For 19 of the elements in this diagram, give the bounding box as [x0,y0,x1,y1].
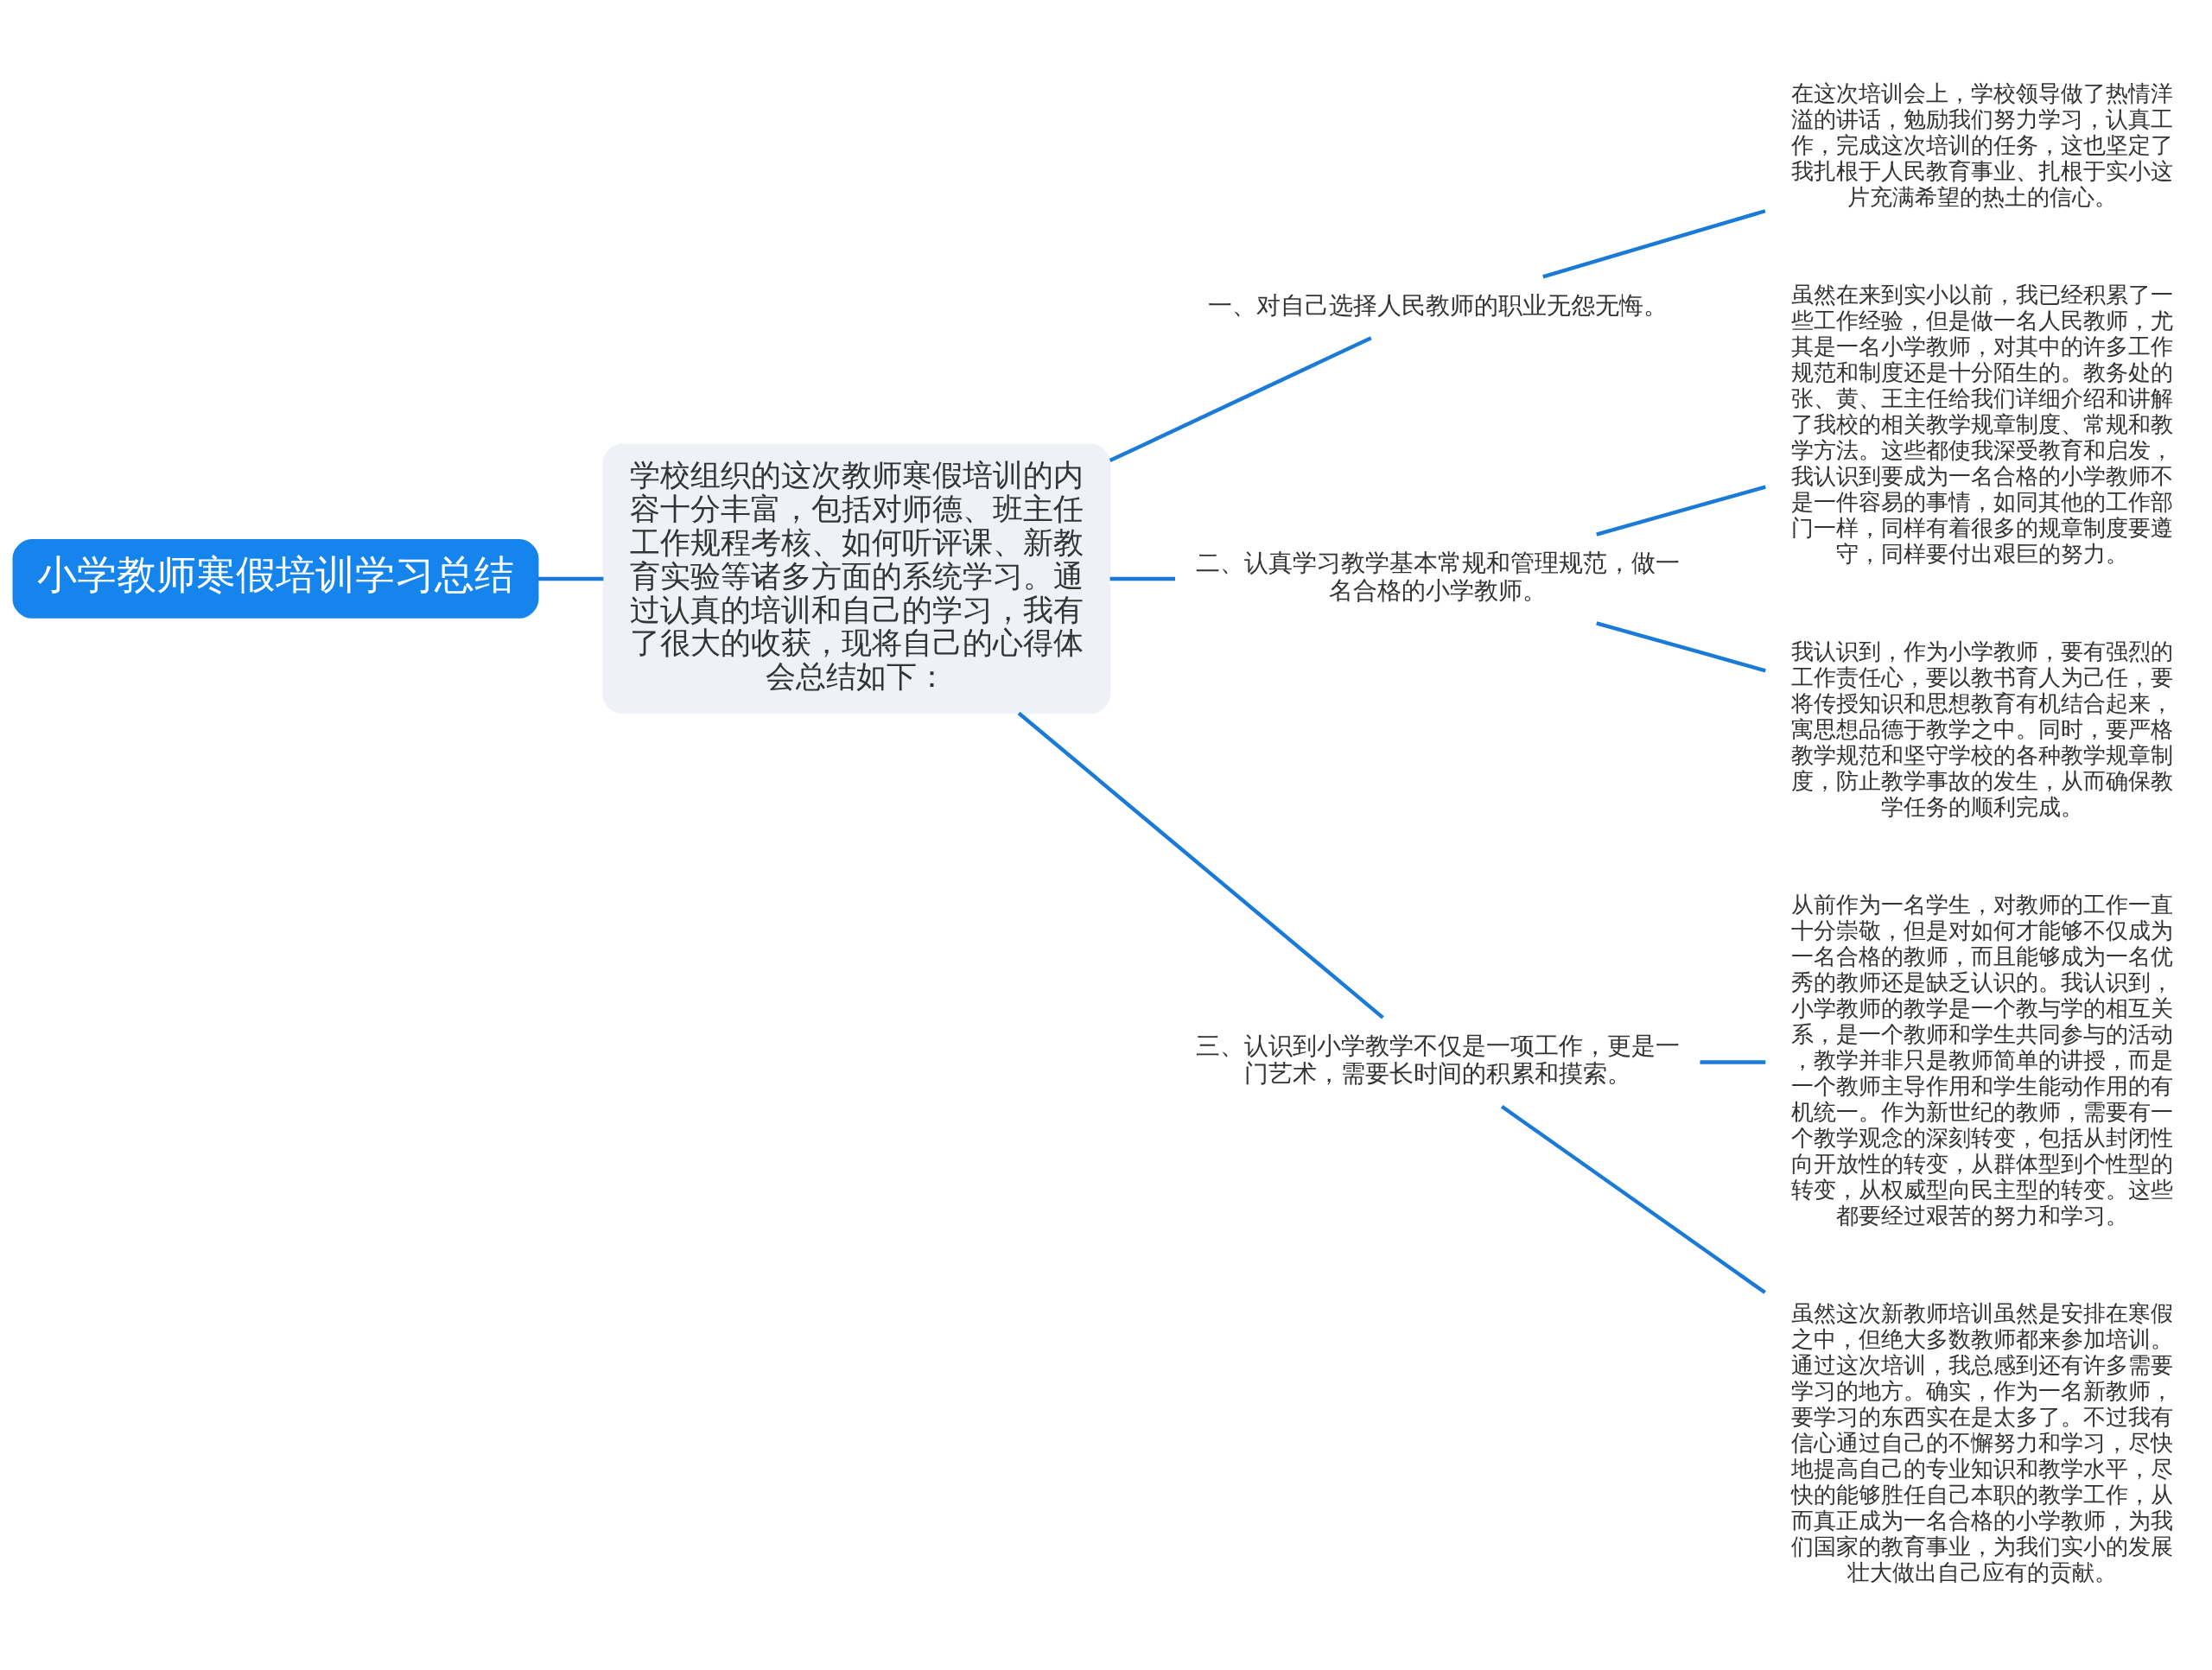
node-text: 三、认识到小学教学不仅是一项工作，更是一门艺术，需要长时间的积累和摸索。 [1195,1032,1680,1089]
node-text: 虽然在来到实小以前，我已经积累了一些工作经验，但是做一名人民教师，尤其是一名小学教师，对其中的许多工作规范和制度还是十分陌生的。教务处的张、黄、王主任给我们详细介绍和讲解了我校的相关教学规章制度、常规和教学方法。这些都使我深受教育和启发，我认识到要成为一名合格的小学教师不是一件容易的事情，如同其他的工作部门一样，同样有着很多的规章制度要遵守，同样要付出艰巨的努力。 [1790,280,2173,567]
connector [1700,1060,1766,1064]
connector [1017,711,1384,1019]
node-text: 我认识到，作为小学教师，要有强烈的工作责任心，要以教书育人为己任，要将传授知识和思想教育有机结合起来，寓思想品德于教学之中。同时，要严格教学规范和坚守学校的各种教学规章制度，防止教学事故的发生，从而确保教学任务的顺利完成。 [1790,637,2173,820]
connector [1500,1104,1766,1294]
connector [537,576,604,581]
connector [1109,576,1176,581]
node-text: 虽然这次新教师培训虽然是安排在寒假之中，但绝大多数教师都来参加培训。通过这次培训，我总感到还有许多需要学习的地方。确实，作为一名新教师，要学习的东西实在是太多了。不过我有信心通过自己的不懈努力和学习，尽快地提高自己的专业知识和教学水平，尽快的能够胜任自己本职的教学工作，从而真正成为一名合格的小学教师，为我们国家的教育事业，为我们实小的发展壮大做出自己应有的贡献。 [1790,1299,2173,1585]
node-text: 二、认真学习教学基本常规和管理规范，做一名合格的小学教师。 [1195,548,1680,605]
connector [1596,485,1766,537]
connector [1542,209,1766,279]
connector [1109,336,1372,463]
node-text: 从前作为一名学生，对教师的工作一直十分崇敬，但是对如何才能够不仅成为一名合格的教师，而且能够成为一名优秀的教师还是缺乏认识的。我认识到，小学教师的教学是一个教与学的相互关系，是一个教师和学生共同参与的活动，教学并非只是教师简单的讲授，而是一个教师主导作用和学生能动作用的有机统一。作为新世纪的教师，需要有一个教学观念的深刻转变，包括从封闭性向开放性的转变，从群体型到个性型的转变，从权威型向民主型的转变。这些都要经过艰苦的努力和学习。 [1790,890,2173,1229]
node-box: 小学教师寒假培训学习总结 [12,539,539,619]
connector [1596,621,1766,673]
node-text: 一、对自己选择人民教师的职业无怨无悔。 [1207,290,1668,320]
node-text: 在这次培训会上，学校领导做了热情洋溢的讲话，勉励我们努力学习，认真工作，完成这次培训的任务，这也坚定了我扎根于人民教育事业、扎根于实小这片充满希望的热土的信心。 [1790,79,2173,210]
node-box: 学校组织的这次教师寒假培训的内容十分丰富，包括对师德、班主任工作规程考核、如何听评课、新教育实验等诸多方面的系统学习。通过认真的培训和自己的学习，我有了很大的收获，现将自己的心得体会总结如下： [602,443,1111,714]
